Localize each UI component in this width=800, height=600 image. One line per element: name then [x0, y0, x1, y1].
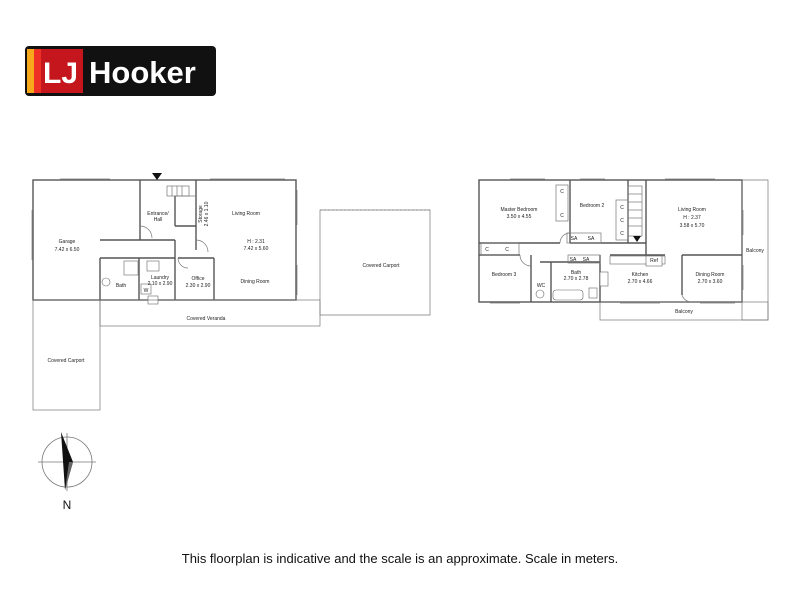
covered-carport-left-area [32, 299, 101, 411]
ground-living-height: H : 2.31 [247, 239, 265, 245]
upper-dining-dims: 2.70 x 3.60 [698, 279, 723, 285]
covered-veranda-area [99, 299, 321, 327]
balcony-bottom-label: Balcony [675, 309, 693, 315]
disclaimer-text: This floorplan is indicative and the sca… [181, 551, 619, 566]
upper-toilet [535, 289, 545, 299]
office-dims: 2.30 x 2.90 [186, 283, 211, 289]
upper-living-dims: 3.58 x 5.70 [680, 223, 705, 229]
ground-living-label: Living Room [232, 211, 260, 217]
master-bedroom-dims: 3.50 x 4.55 [507, 214, 532, 220]
closet-label: C [560, 189, 564, 195]
wc-label: WC [537, 283, 546, 289]
balcony-bottom-area [599, 301, 769, 321]
hall-label: Hall [154, 217, 163, 223]
upper-bath-dims: 2.70 x 2.78 [564, 276, 589, 282]
logo-wordmark: Hooker [89, 55, 196, 90]
garage-label: Garage [59, 239, 76, 245]
compass-rose: N [38, 432, 96, 512]
ground-toilet [101, 277, 111, 287]
ground-bathtub [123, 260, 139, 276]
closet-label: C [620, 218, 624, 224]
entrance-label: Entrance/ [147, 211, 169, 217]
fridge-label: Ref [650, 258, 658, 264]
lj-hooker-logo-graphic: LJ Hooker [25, 46, 216, 96]
compass-needle-icon [61, 432, 73, 490]
upper-bath-sink [588, 287, 598, 299]
ground-bath-label: Bath [116, 283, 127, 289]
compass-north-label: N [63, 498, 72, 512]
ground-stairs [166, 185, 190, 197]
upper-living-height: H : 2.37 [683, 215, 701, 221]
bedroom-2-label: Bedroom 2 [580, 203, 605, 209]
fridge-box [645, 255, 663, 267]
closet-label: C [505, 247, 509, 253]
closet-label: C [620, 231, 624, 237]
upper-floor-plan: Master Bedroom 3.50 x 4.55 Bedroom 2 Bed… [478, 178, 769, 321]
upper-bath-label: Bath [571, 270, 582, 276]
ground-living-dims: 7.42 x 5.60 [244, 246, 269, 252]
kitchen-dims: 2.70 x 4.66 [628, 279, 653, 285]
upper-bathtub [552, 289, 584, 301]
storage-label: Storage [198, 205, 204, 223]
storage-abbr-label: SA [583, 257, 590, 263]
carport-left-label: Covered Carport [48, 358, 86, 364]
ground-dining-label: Dining Room [241, 279, 270, 285]
logo-initials: LJ [43, 57, 78, 90]
upper-stairs [627, 185, 643, 242]
carport-right-label: Covered Carport [363, 263, 401, 269]
master-bedroom-label: Master Bedroom [501, 207, 538, 213]
ground-floor-plan: Garage 7.42 x 6.50 Entrance/ Hall Storag… [31, 173, 431, 411]
upper-living-label: Living Room [678, 207, 706, 213]
balcony-side-label: Balcony [746, 248, 764, 254]
entry-arrow-icon [152, 173, 162, 180]
laundry-dims: 2.10 x 2.90 [148, 281, 173, 287]
lj-hooker-logo: LJ Hooker [25, 46, 216, 96]
closet-label: C [620, 205, 624, 211]
storage-abbr-label: SA [588, 236, 595, 242]
closet-label: C [485, 247, 489, 253]
kitchen-cooktop [599, 271, 609, 287]
veranda-label: Covered Veranda [187, 316, 226, 322]
storage-abbr-label: SA [571, 236, 578, 242]
washer-box [140, 283, 152, 295]
storage-abbr-label: SA [570, 257, 577, 263]
bedroom-3-label: Bedroom 3 [492, 272, 517, 278]
upper-dining-label: Dining Room [696, 272, 725, 278]
garage-dims: 7.42 x 6.50 [55, 247, 80, 253]
closet-label: C [560, 213, 564, 219]
washer-label: W [144, 288, 149, 294]
kitchen-bench [609, 255, 666, 265]
laundry-tub [146, 260, 160, 272]
storage-dims: 2.46 x 1.10 [204, 201, 210, 226]
kitchen-label: Kitchen [632, 272, 649, 278]
office-label: Office [192, 276, 205, 282]
laundry-label: Laundry [151, 275, 170, 281]
